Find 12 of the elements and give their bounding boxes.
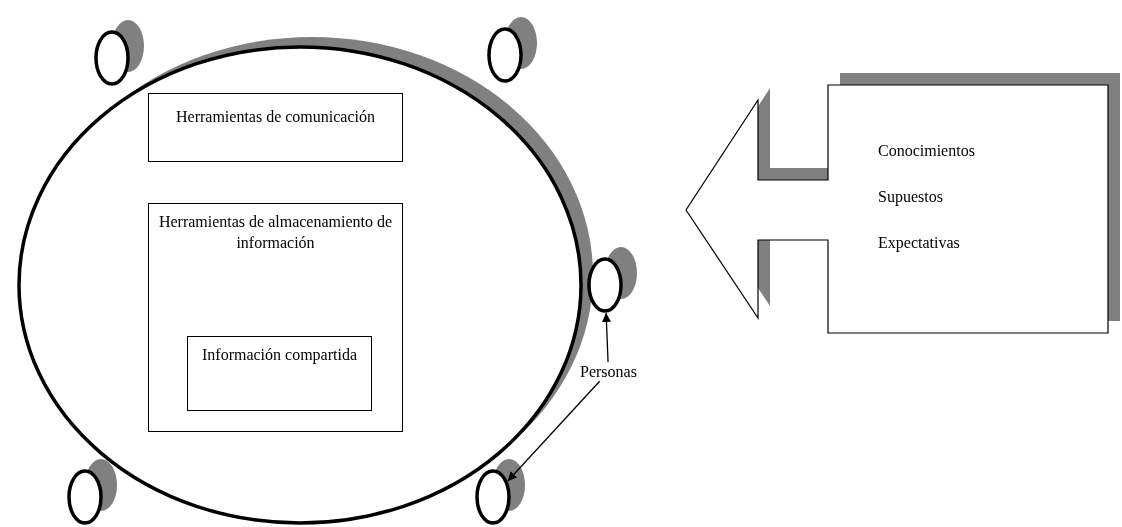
box-title: Herramientas de comunicación (175, 107, 376, 127)
tool-box (148, 93, 403, 162)
callout-text: Conocimientos (878, 142, 975, 160)
callout-text: Expectativas (878, 234, 960, 252)
box-title: Herramientas de almacenamiento de información (157, 212, 394, 253)
tool-box (187, 336, 372, 411)
callout-text: Supuestos (878, 188, 943, 206)
callout-label: Personas (580, 362, 637, 382)
box-title: Información compartida (200, 345, 358, 366)
tool-box (148, 203, 403, 432)
arrow (601, 312, 611, 363)
arrow (507, 380, 601, 482)
